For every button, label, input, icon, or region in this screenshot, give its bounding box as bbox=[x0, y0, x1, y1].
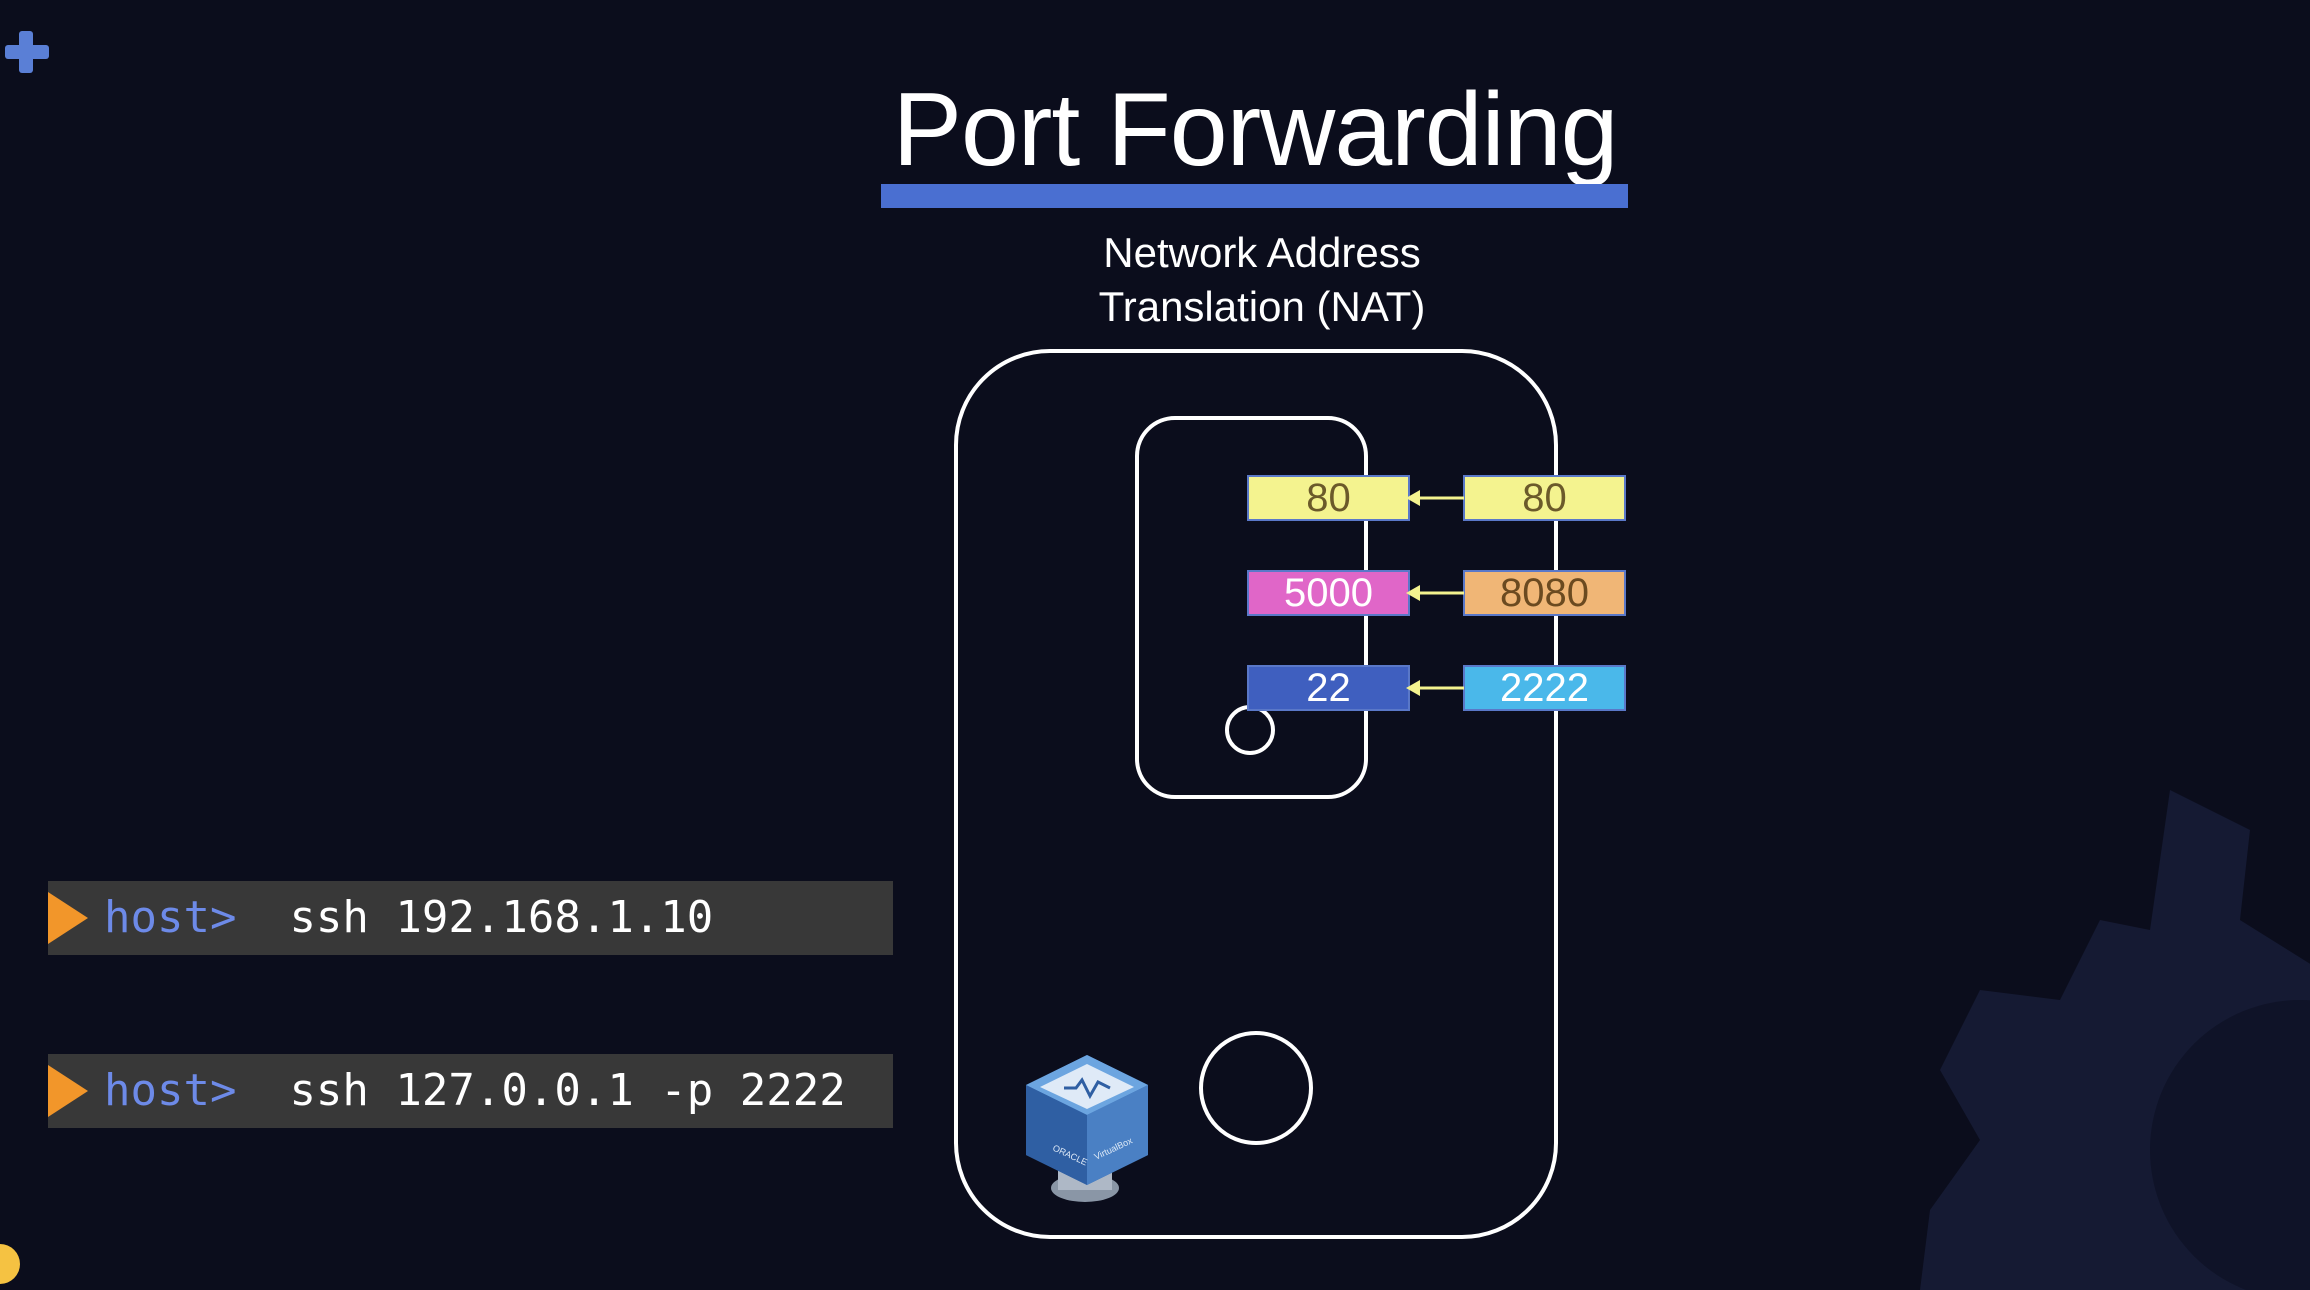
corner-dot bbox=[0, 1244, 20, 1284]
forward-arrow-80 bbox=[1406, 490, 1464, 506]
command-line-1: host> ssh 192.168.1.10 bbox=[48, 881, 893, 955]
host-port-8080: 8080 bbox=[1463, 570, 1626, 616]
gear-decoration bbox=[1920, 790, 2310, 1290]
nat-label-line-1: Network Address bbox=[1103, 229, 1421, 276]
forward-arrow-2222 bbox=[1406, 680, 1464, 696]
host-machine-box bbox=[954, 349, 1558, 1239]
command-1: ssh 192.168.1.10 bbox=[289, 892, 714, 943]
command-2: ssh 127.0.0.1 -p 2222 bbox=[289, 1065, 846, 1116]
guest-port-22: 22 bbox=[1247, 665, 1410, 711]
guest-network-interface bbox=[1225, 705, 1275, 755]
forward-arrow-8080 bbox=[1406, 585, 1464, 601]
command-line-2: host> ssh 127.0.0.1 -p 2222 bbox=[48, 1054, 893, 1128]
nat-label-line-2: Translation (NAT) bbox=[1098, 283, 1426, 330]
guest-port-5000: 5000 bbox=[1247, 570, 1410, 616]
play-triangle-icon bbox=[48, 1065, 88, 1117]
command-prompt-2: host> bbox=[104, 1065, 237, 1116]
title-underline bbox=[881, 184, 1628, 208]
command-text-1: host> ssh 192.168.1.10 bbox=[104, 881, 713, 955]
play-triangle-icon bbox=[48, 892, 88, 944]
virtualbox-icon: ORACLE VirtualBox bbox=[1026, 1055, 1148, 1202]
plus-icon bbox=[5, 31, 49, 73]
command-text-2: host> ssh 127.0.0.1 -p 2222 bbox=[104, 1054, 846, 1128]
host-network-interface bbox=[1199, 1031, 1313, 1145]
page-title: Port Forwarding bbox=[892, 72, 1619, 188]
nat-label: Network Address Translation (NAT) bbox=[1062, 226, 1462, 334]
host-port-2222: 2222 bbox=[1463, 665, 1626, 711]
guest-port-80: 80 bbox=[1247, 475, 1410, 521]
forwarding-arrows bbox=[1406, 490, 1464, 696]
host-port-80: 80 bbox=[1463, 475, 1626, 521]
command-prompt-1: host> bbox=[104, 892, 237, 943]
